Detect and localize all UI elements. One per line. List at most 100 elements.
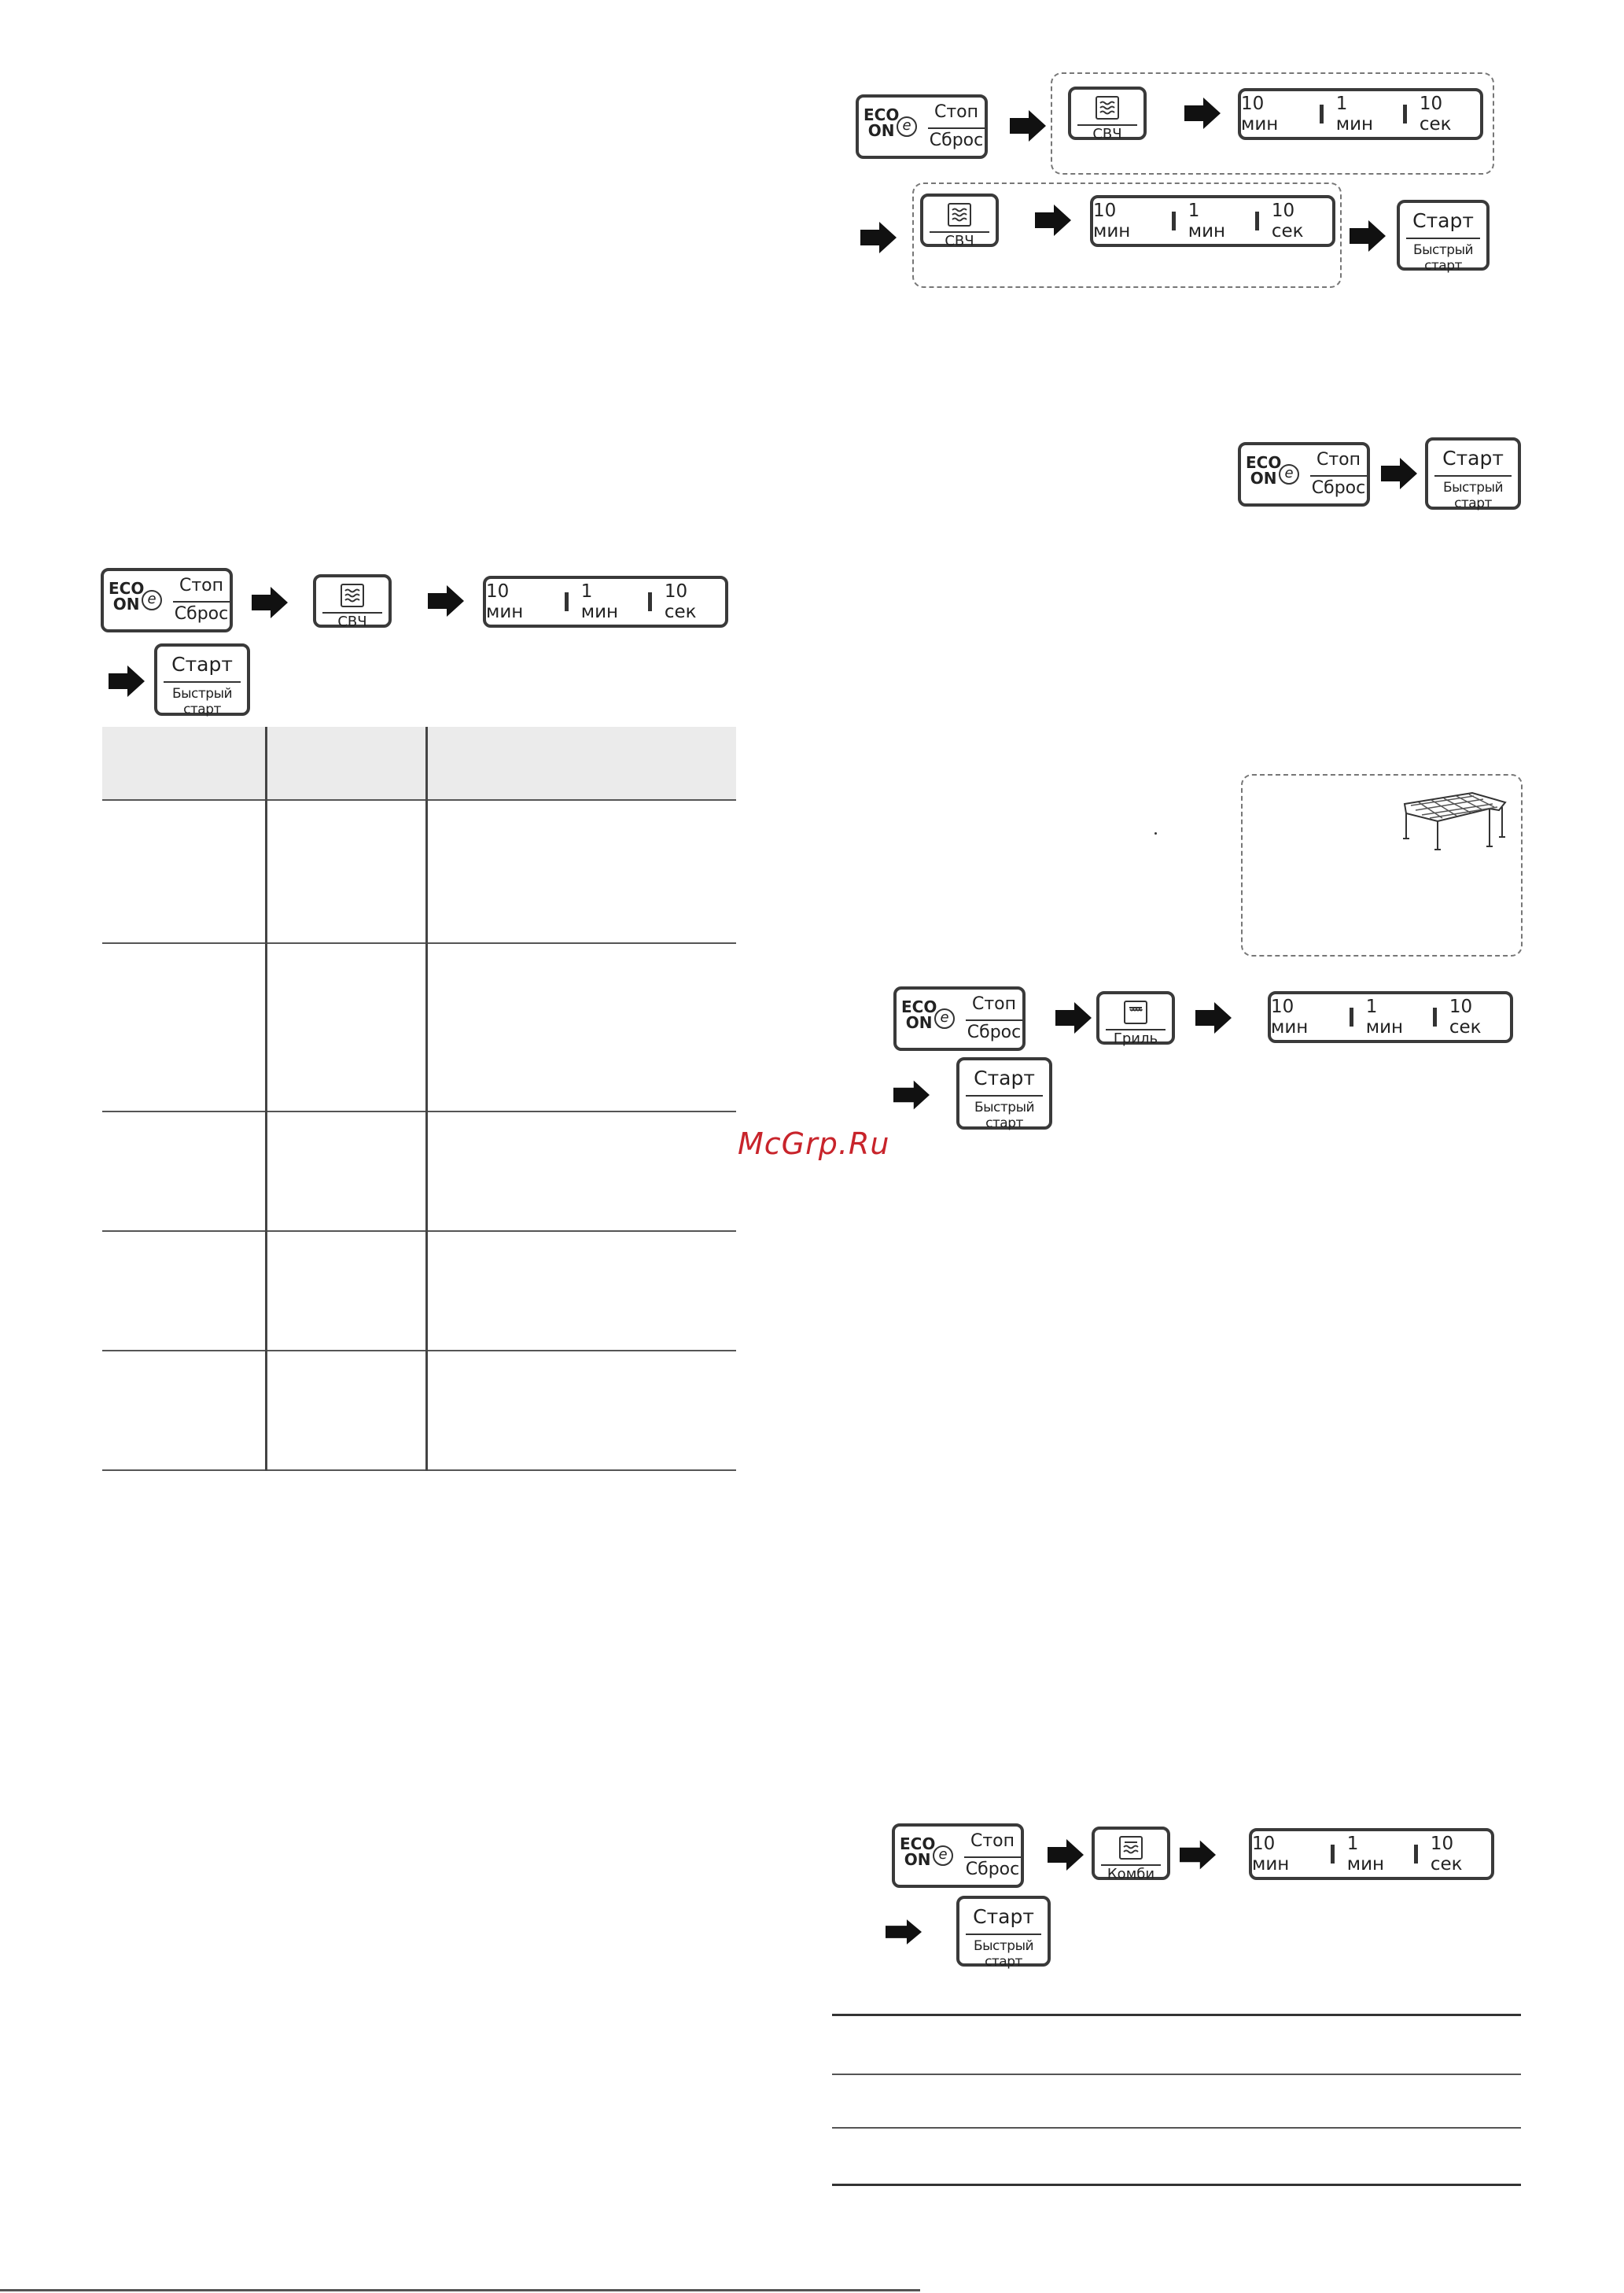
time-10sec[interactable]: 10 сек <box>664 581 697 622</box>
reset-label: Сброс <box>174 604 229 624</box>
time-1min[interactable]: 1 мин <box>1365 997 1404 1038</box>
stop-label: Стоп <box>179 576 224 595</box>
arrow-right-icon <box>1180 1840 1216 1870</box>
page-footer-rule <box>0 2289 920 2291</box>
eco-leaf-icon: e <box>1279 464 1299 485</box>
reset-label: Сброс <box>967 1023 1022 1042</box>
microwave-button[interactable]: СВЧ <box>313 574 392 630</box>
separator <box>647 592 652 611</box>
start-button[interactable]: Старт Быстрый старт <box>956 1057 1052 1131</box>
divider <box>173 601 230 603</box>
arrow-right-icon <box>428 585 464 617</box>
eco-leaf-icon: e <box>142 590 162 610</box>
watermark: McGrp.Ru <box>738 1126 890 1161</box>
start-button[interactable]: Старт Быстрый старт <box>1425 437 1521 511</box>
time-1min[interactable]: 1 мин <box>1346 1834 1385 1875</box>
time-10min[interactable]: 10 мин <box>486 581 524 622</box>
time-10min[interactable]: 10 мин <box>1252 1834 1290 1875</box>
arrow-right-icon <box>1010 110 1046 142</box>
divider <box>1406 238 1480 239</box>
start-button[interactable]: Старт Быстрый старт <box>154 643 250 717</box>
time-10min[interactable]: 10 мин <box>1241 94 1279 135</box>
divider <box>966 1095 1043 1097</box>
divider <box>966 1934 1041 1935</box>
arrow-right-icon <box>1184 98 1221 129</box>
grill-button[interactable]: Гриль <box>1096 991 1175 1047</box>
separator <box>1432 1008 1437 1027</box>
separator <box>1254 212 1259 230</box>
time-buttons[interactable]: 10 мин 1 мин 10 сек <box>1238 88 1483 140</box>
table-row-divider <box>102 1350 736 1351</box>
arrow-right-icon <box>1381 458 1417 489</box>
quick-start-label: Быстрый старт <box>1442 480 1504 511</box>
divider <box>1077 124 1137 126</box>
table-row-divider <box>102 942 736 944</box>
separator <box>1349 1008 1353 1027</box>
reset-label: Сброс <box>1311 478 1366 498</box>
combi-label: Комби <box>1107 1866 1155 1882</box>
eco-leaf-icon: e <box>934 1008 955 1029</box>
divider <box>1106 1029 1166 1030</box>
divider <box>164 681 241 683</box>
quick-start-label: Быстрый старт <box>974 1100 1035 1131</box>
start-label: Старт <box>1412 209 1474 232</box>
combi-button[interactable]: Комби <box>1092 1827 1170 1882</box>
grill-label: Гриль <box>1113 1030 1158 1047</box>
microwave-button[interactable]: СВЧ <box>920 194 999 249</box>
divider <box>966 1019 1022 1021</box>
stop-label: Стоп <box>970 1831 1015 1851</box>
table-row-divider <box>102 799 736 801</box>
start-label: Старт <box>171 653 233 676</box>
combi-icon <box>1119 1836 1143 1860</box>
grill-icon <box>1124 1001 1147 1024</box>
divider <box>1101 1864 1161 1866</box>
time-10sec[interactable]: 10 сек <box>1430 1834 1463 1875</box>
time-10sec[interactable]: 10 сек <box>1271 201 1304 241</box>
divider <box>322 612 382 614</box>
start-button[interactable]: Старт Быстрый старт <box>1397 200 1490 274</box>
grill-rack-icon <box>1403 791 1507 850</box>
time-buttons[interactable]: 10 мин 1 мин 10 сек <box>1249 1828 1494 1880</box>
dashed-group-stage-2 <box>912 182 1342 288</box>
arrow-right-icon <box>1195 1002 1232 1034</box>
table-rule <box>832 2184 1521 2186</box>
stop-label: Стоп <box>971 994 1017 1014</box>
stop-label: Стоп <box>1316 450 1361 470</box>
microwave-icon <box>341 584 364 607</box>
reset-label: Сброс <box>965 1860 1020 1879</box>
time-1min[interactable]: 1 мин <box>1188 201 1226 241</box>
arrow-right-icon <box>860 222 897 253</box>
time-buttons[interactable]: 10 мин 1 мин 10 сек <box>1090 195 1335 247</box>
time-buttons[interactable]: 10 мин 1 мин 10 сек <box>483 576 728 628</box>
time-1min[interactable]: 1 мин <box>1335 94 1374 135</box>
quick-start-label: Быстрый старт <box>1412 242 1474 274</box>
dashed-illustration-frame <box>1241 774 1523 957</box>
divider <box>1310 475 1367 477</box>
divider <box>928 127 985 129</box>
microwave-button[interactable]: СВЧ <box>1068 87 1147 142</box>
microwave-icon <box>948 203 971 227</box>
arrow-right-icon <box>893 1080 930 1110</box>
time-10min[interactable]: 10 мин <box>1271 997 1309 1038</box>
eco-leaf-icon: e <box>897 116 917 137</box>
time-10sec[interactable]: 10 сек <box>1449 997 1482 1038</box>
start-button[interactable]: Старт Быстрый старт <box>956 1896 1051 1970</box>
arrow-right-icon <box>252 587 288 618</box>
time-1min[interactable]: 1 мин <box>580 581 619 622</box>
arrow-right-icon <box>1055 1002 1092 1034</box>
table-row-divider <box>102 1111 736 1112</box>
reset-label: Сброс <box>929 131 984 150</box>
time-10min[interactable]: 10 мин <box>1093 201 1131 241</box>
microwave-label: СВЧ <box>1092 126 1122 142</box>
time-buttons[interactable]: 10 мин 1 мин 10 сек <box>1268 991 1513 1043</box>
divider <box>930 231 989 233</box>
time-10sec[interactable]: 10 сек <box>1419 94 1452 135</box>
